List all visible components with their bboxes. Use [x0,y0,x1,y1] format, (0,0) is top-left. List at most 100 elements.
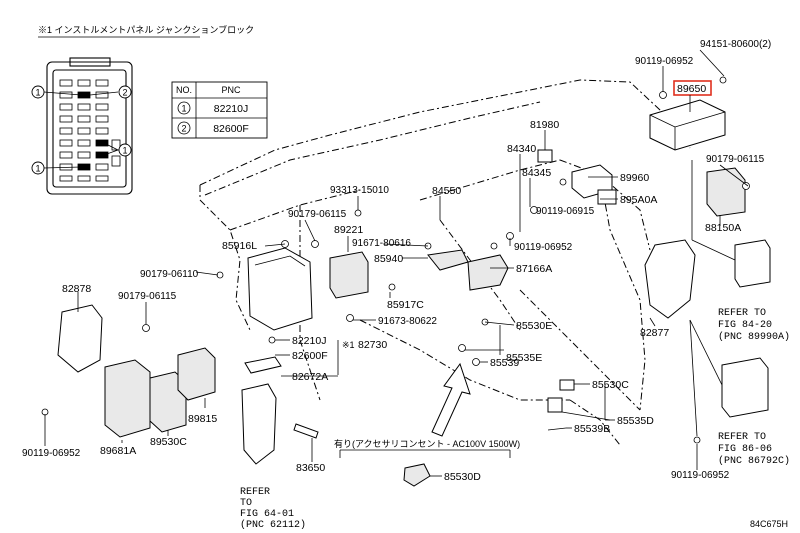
part-label-85530E: 85530E [516,320,552,332]
svg-text:1: 1 [122,146,127,156]
junction-block-82730 [247,247,313,331]
part-label-81980: 81980 [530,119,559,131]
pnc-table-header-pnc: PNC [221,85,241,95]
refer-note-62112: REFER TO FIG 64-01 (PNC 62112) [240,487,306,531]
refer-note-89990A: REFER TO FIG 84-20 (PNC 89990A) [718,308,790,343]
ecu-89221 [329,251,369,299]
part-label-89650: 89650 [677,83,706,95]
refer-note-86792C: REFER TO FIG 86-06 (PNC 86792C) [718,432,790,467]
junction-block-note-title: ※1 インストルメントパネル ジャンクションブロック [38,24,254,35]
pnc-table-row-2-no: 2 [181,124,186,134]
part-label-90119-06952-top: 90119-06952 [635,56,694,67]
highlight-box-89650 [673,80,712,96]
leader-lines [44,49,749,477]
part-label-90179-06115-tr: 90179-06115 [706,154,765,165]
part-label-85530D: 85530D [444,471,481,483]
svg-text:REFER TO: REFER TO [718,308,766,319]
relay-block-89530C [149,371,187,433]
computer-89990 [734,239,771,288]
svg-text:(PNC 89990A): (PNC 89990A) [718,331,790,343]
ref-note-mark: ※1 [342,340,355,350]
part-label-89960: 89960 [620,172,649,184]
junction-block-detail [43,57,133,195]
svg-text:1: 1 [35,88,40,98]
instrument-panel-outline [199,79,691,446]
block-callout-2: 2 [118,85,132,99]
pnc-table: NO. PNC 1 82210J 2 82600F [171,81,268,139]
part-label-84345: 84345 [522,167,551,179]
part-label-82210J: 82210J [292,335,326,347]
part-label-89530C: 89530C [150,436,187,448]
part-label-89681A: 89681A [100,445,136,457]
svg-text:REFER: REFER [240,487,270,498]
part-label-82600F: 82600F [292,350,328,362]
pnc-table-row-1-no: 1 [181,104,186,114]
fasteners [41,76,750,444]
figure-code: 84C675H [750,519,788,529]
part-label-90119-06952-rr: 90119-06952 [671,470,730,481]
computer-86792 [721,357,769,418]
part-label-84550: 84550 [432,185,461,197]
svg-text:2: 2 [122,88,127,98]
accessory-note: 有り(アクセサリコンセント - AC100V 1500W) [334,438,520,449]
relay-block-89815 [177,347,216,401]
bracket-82878 [57,304,103,373]
part-label-85940: 85940 [374,253,403,265]
socket-85530C [547,379,575,413]
part-label-84340: 84340 [507,143,536,155]
part-label-82877: 82877 [640,327,669,339]
svg-text:(PNC 62112): (PNC 62112) [240,519,306,531]
svg-text:FIG 86-06: FIG 86-06 [718,444,772,455]
part-label-82878: 82878 [62,283,91,295]
svg-text:TO: TO [240,498,252,509]
svg-text:REFER TO: REFER TO [718,432,766,443]
connector-85940 [427,249,469,271]
socket-85530D [403,463,431,487]
part-label-82730: 82730 [358,339,387,351]
part-label-85539: 85539 [490,357,519,369]
part-label-90119-06915: 90119-06915 [536,206,595,217]
part-label-90179-06115-l3: 90179-06115 [118,291,177,302]
insertion-arrow [431,362,471,437]
bracket-82877 [644,239,696,319]
part-label-85535E: 85535E [506,352,542,364]
socket-85539B [547,427,567,431]
part-label-895A0A: 895A0A [620,194,657,206]
part-label-90179-06110: 90179-06110 [140,269,199,280]
relay-block-89681A [104,359,151,438]
pnc-table-row-1-pnc: 82210J [214,103,248,115]
computer-89650 [649,99,726,151]
part-label-93313-15010: 93313-15010 [330,185,389,196]
part-label-91671-80616: 91671-80616 [352,238,411,249]
part-label-85916L: 85916L [222,240,257,252]
pnc-table-header-no: NO. [176,85,192,95]
svg-text:FIG 84-20: FIG 84-20 [718,320,772,331]
part-label-85535D: 85535D [617,415,654,427]
module-88150A [706,167,746,217]
part-label-87166A: 87166A [516,263,552,275]
sensor-895A0A [597,189,617,205]
part-label-89221: 89221 [334,224,363,236]
block-callout-1b: 1 [118,143,132,157]
part-label-85539B: 85539B [574,423,610,435]
svg-text:FIG 64-01: FIG 64-01 [240,509,294,520]
gasket-82672A [244,356,282,374]
bulb-83650 [293,423,319,439]
block-callout-1c: 1 [31,161,45,175]
part-label-82672A: 82672A [292,371,328,383]
part-label-85917C: 85917C [387,299,424,311]
cup-holder-87166A [467,254,509,291]
part-label-91673-80622: 91673-80622 [378,316,437,327]
pnc-table-row-2-pnc: 82600F [213,123,249,135]
svg-text:1: 1 [35,164,40,174]
part-label-90119-06952-bl: 90119-06952 [22,448,81,459]
part-label-88150A: 88150A [705,222,741,234]
block-callout-1a: 1 [31,85,45,99]
part-label-94151-80600: 94151-80600(2) [700,39,771,50]
part-label-89815: 89815 [188,413,217,425]
part-label-90119-06952-c: 90119-06952 [514,242,573,253]
relay-84340 [537,149,553,163]
part-label-90179-06115-l: 90179-06115 [288,209,347,220]
protector-62112 [241,383,277,465]
